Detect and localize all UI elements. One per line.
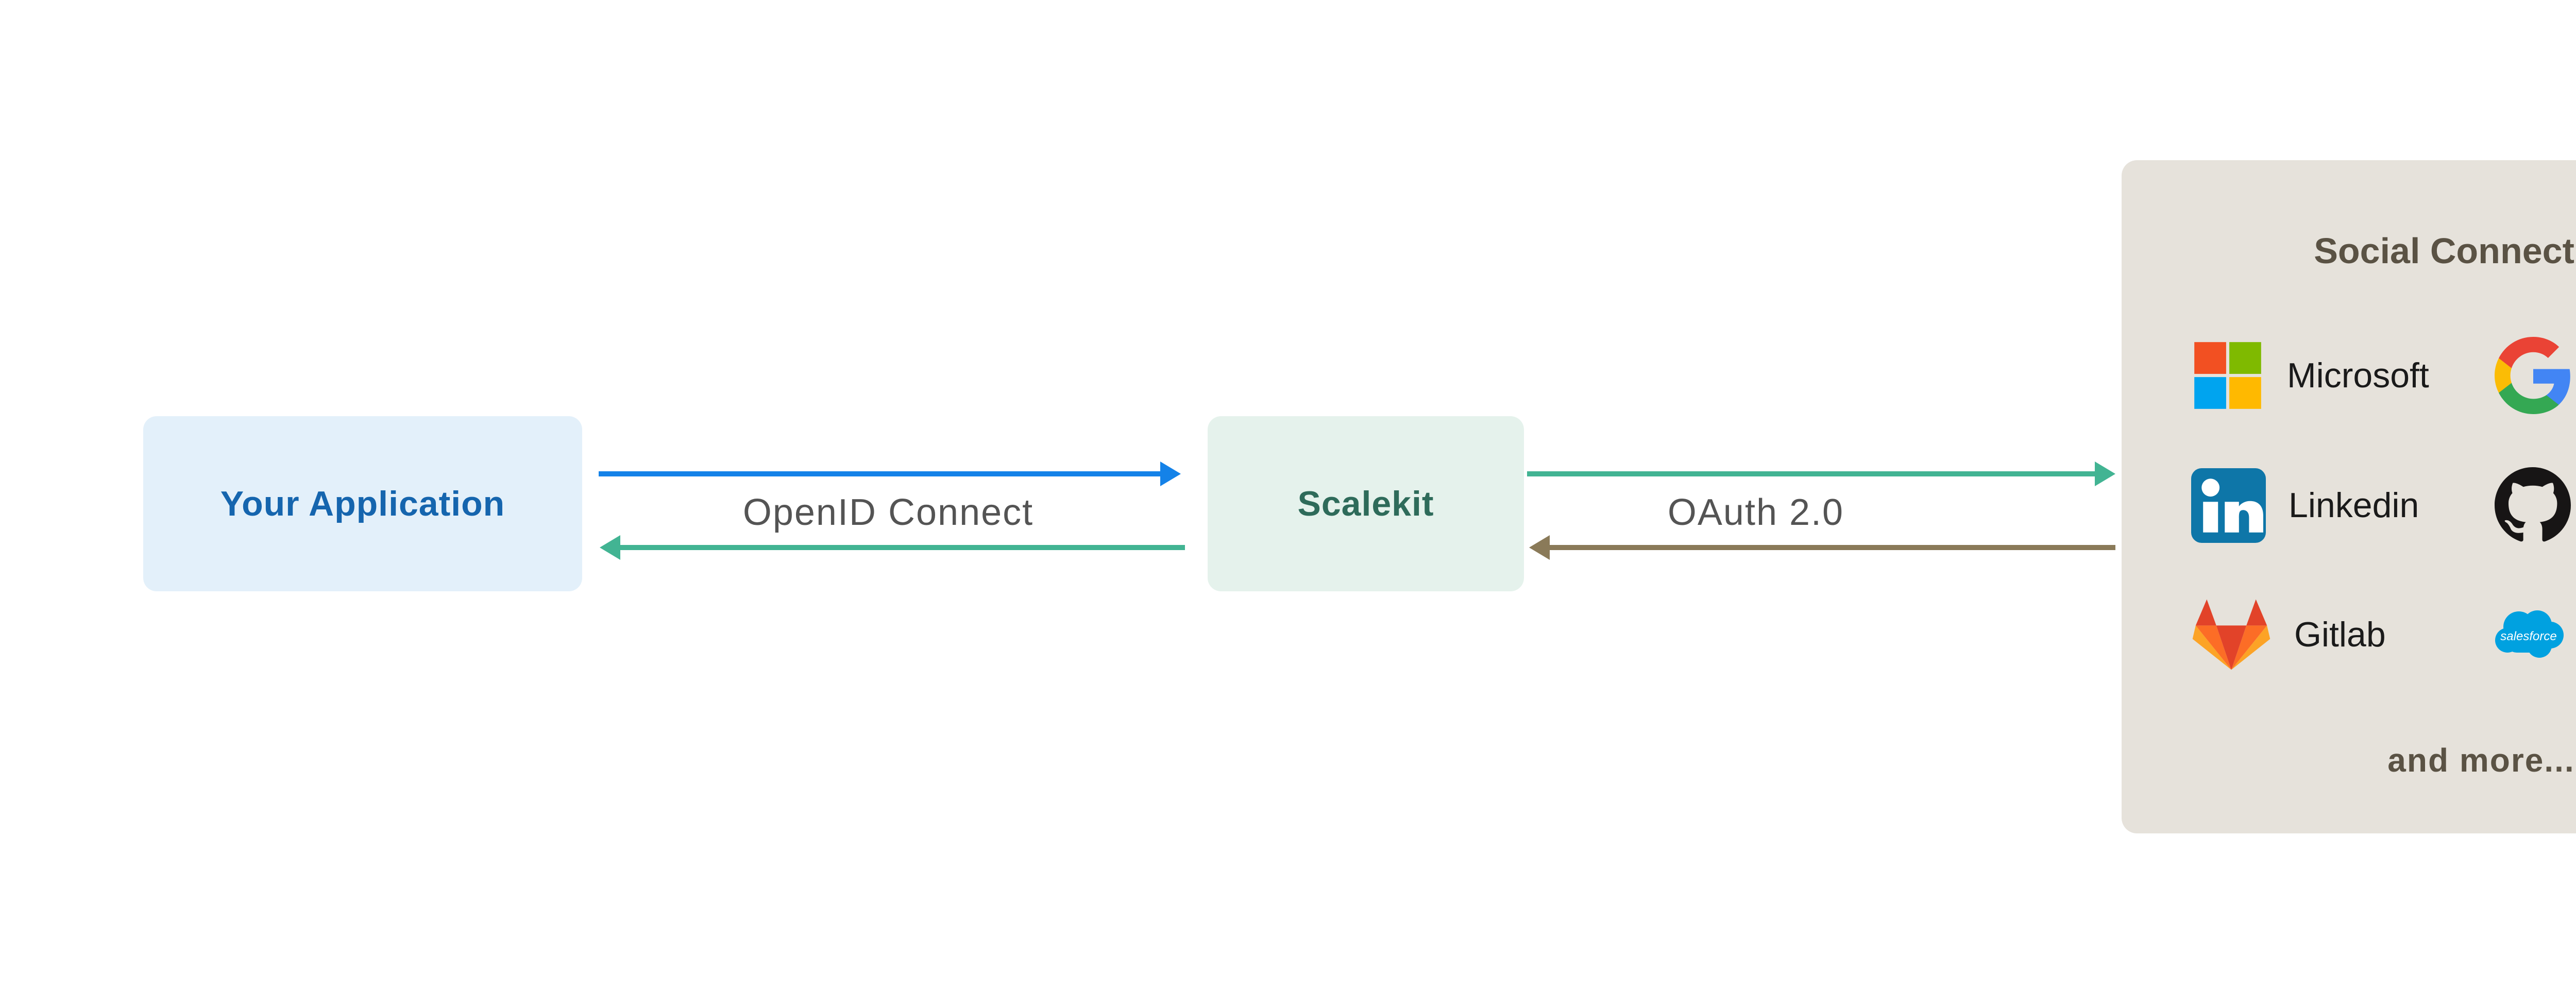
connection-item-microsoft: Microsoft — [2191, 337, 2429, 414]
oauth-request-arrow — [1527, 462, 2115, 486]
microsoft-icon — [2194, 342, 2261, 409]
openid-connect-label: OpenID Connect — [742, 492, 1034, 533]
connection-label: Gitlab — [2294, 615, 2386, 654]
social-connections-panel: Social Connections Microsoft Google — [2122, 160, 2576, 833]
oauth-label: OAuth 2.0 — [1667, 492, 1844, 533]
connection-label: Microsoft — [2287, 356, 2429, 395]
gitlab-icon — [2192, 599, 2270, 670]
salesforce-icon: salesforce — [2495, 610, 2564, 658]
openid-response-arrow — [600, 535, 1185, 560]
connection-item-google: Google — [2495, 337, 2576, 414]
google-icon — [2495, 337, 2570, 414]
and-more-text: and more... — [2387, 742, 2575, 779]
openid-request-arrow — [599, 462, 1181, 486]
panel-title: Social Connections — [2314, 231, 2576, 271]
scalekit-node: Scalekit — [1208, 416, 1524, 591]
connection-item-gitlab: Gitlab — [2191, 596, 2386, 673]
linkedin-icon — [2191, 468, 2266, 543]
connection-item-github: Github — [2495, 467, 2576, 544]
your-application-node: Your Application — [143, 416, 582, 591]
github-icon — [2495, 467, 2571, 542]
oauth-response-arrow — [1529, 535, 2115, 560]
connection-item-linkedin: Linkedin — [2191, 467, 2419, 544]
connection-item-salesforce: salesforce Salesforce — [2492, 596, 2576, 673]
your-application-label: Your Application — [220, 484, 505, 523]
svg-text:salesforce: salesforce — [2500, 629, 2556, 643]
connection-label: Linkedin — [2289, 486, 2419, 525]
scalekit-label: Scalekit — [1297, 484, 1434, 523]
